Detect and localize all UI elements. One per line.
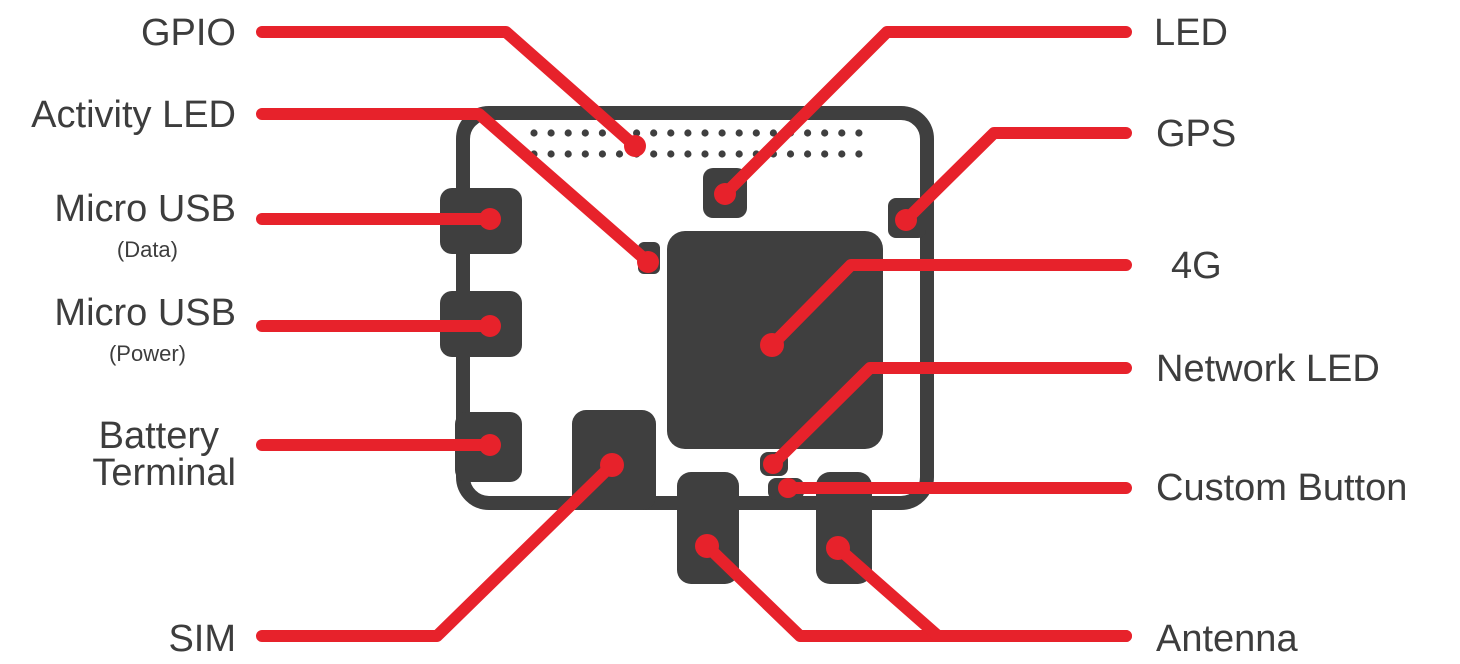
activity-led-label: Activity LED [31,94,236,136]
gpio-pin [855,150,863,158]
gpio-pin [684,150,692,158]
four-g-leader-line [766,259,1132,351]
micro-usb-data-sublabel: (Data) [117,237,178,262]
gpio-pin [701,150,709,158]
led-anchor-dot [714,183,736,205]
gpio-pin [838,150,846,158]
micro-usb-data-label: Micro USB [54,188,236,230]
battery-terminal-anchor-dot [479,434,501,456]
gpio-pin [667,129,675,137]
gpio-pin [598,129,607,137]
gpio-pin [530,129,538,137]
custom-button-anchor-dot [778,478,798,498]
gpio-pin [564,129,572,137]
gpio-pin [804,129,812,137]
gpio-pin [786,150,795,158]
gpio-pin [735,129,743,137]
gps-label: GPS [1156,113,1236,155]
network-led-leader-line [767,362,1132,470]
four-g-label: 4G [1171,245,1222,287]
antenna-leader-line-right [832,542,1132,642]
led-label: LED [1154,12,1228,54]
gpio-pin-header [530,129,863,158]
gpio-pin [769,129,778,137]
gpio-pin [633,129,641,137]
gpio-pin [684,129,692,137]
antenna-right-anchor-dot [826,536,850,560]
battery-label-line1: Battery [99,415,219,457]
micro-usb-power-label: Micro USB [54,292,236,334]
sim-leader-line [256,459,618,642]
sim-label: SIM [168,618,236,660]
led-leader-line [719,26,1132,200]
gpio-anchor-dot [624,135,646,157]
network-led-label: Network LED [1156,348,1380,390]
gpio-pin [581,150,589,158]
network-led-anchor-dot [763,454,783,474]
antenna-label: Antenna [1156,618,1298,660]
gpio-pin [667,150,675,158]
antenna-left-anchor-dot [695,534,719,558]
micro-usb-power-anchor-dot [479,315,501,337]
gpio-pin [804,150,812,158]
sim-anchor-dot [600,453,624,477]
micro-usb-data-anchor-dot [479,208,501,230]
micro-usb-power-sublabel: (Power) [109,341,186,366]
gpio-pin [855,129,863,137]
activity-led-leader-line [256,108,654,268]
gpio-pin [547,129,555,137]
gpio-pin [650,150,658,158]
gps-anchor-dot [895,209,917,231]
gpio-pin [718,150,726,158]
gpio-pin [650,129,658,137]
gpio-label: GPIO [141,12,236,54]
gpio-leader-line [256,26,641,152]
gpio-pin [735,150,743,158]
gpio-pin [598,150,607,158]
gpio-pin [838,129,846,137]
custom-button-label: Custom Button [1156,467,1407,509]
battery-label-line2: Terminal [92,452,236,494]
gpio-pin [581,129,589,137]
four-g-anchor-dot [760,333,784,357]
gpio-pin [547,150,555,158]
gpio-pin [752,129,760,137]
gpio-pin [821,129,829,137]
gpio-pin [821,150,829,158]
gpio-pin [564,150,572,158]
gpio-pin [615,150,624,158]
gpio-pin [718,129,726,137]
gps-leader-line [900,127,1132,226]
activity-led-anchor-dot [637,251,659,273]
gpio-pin [701,129,709,137]
